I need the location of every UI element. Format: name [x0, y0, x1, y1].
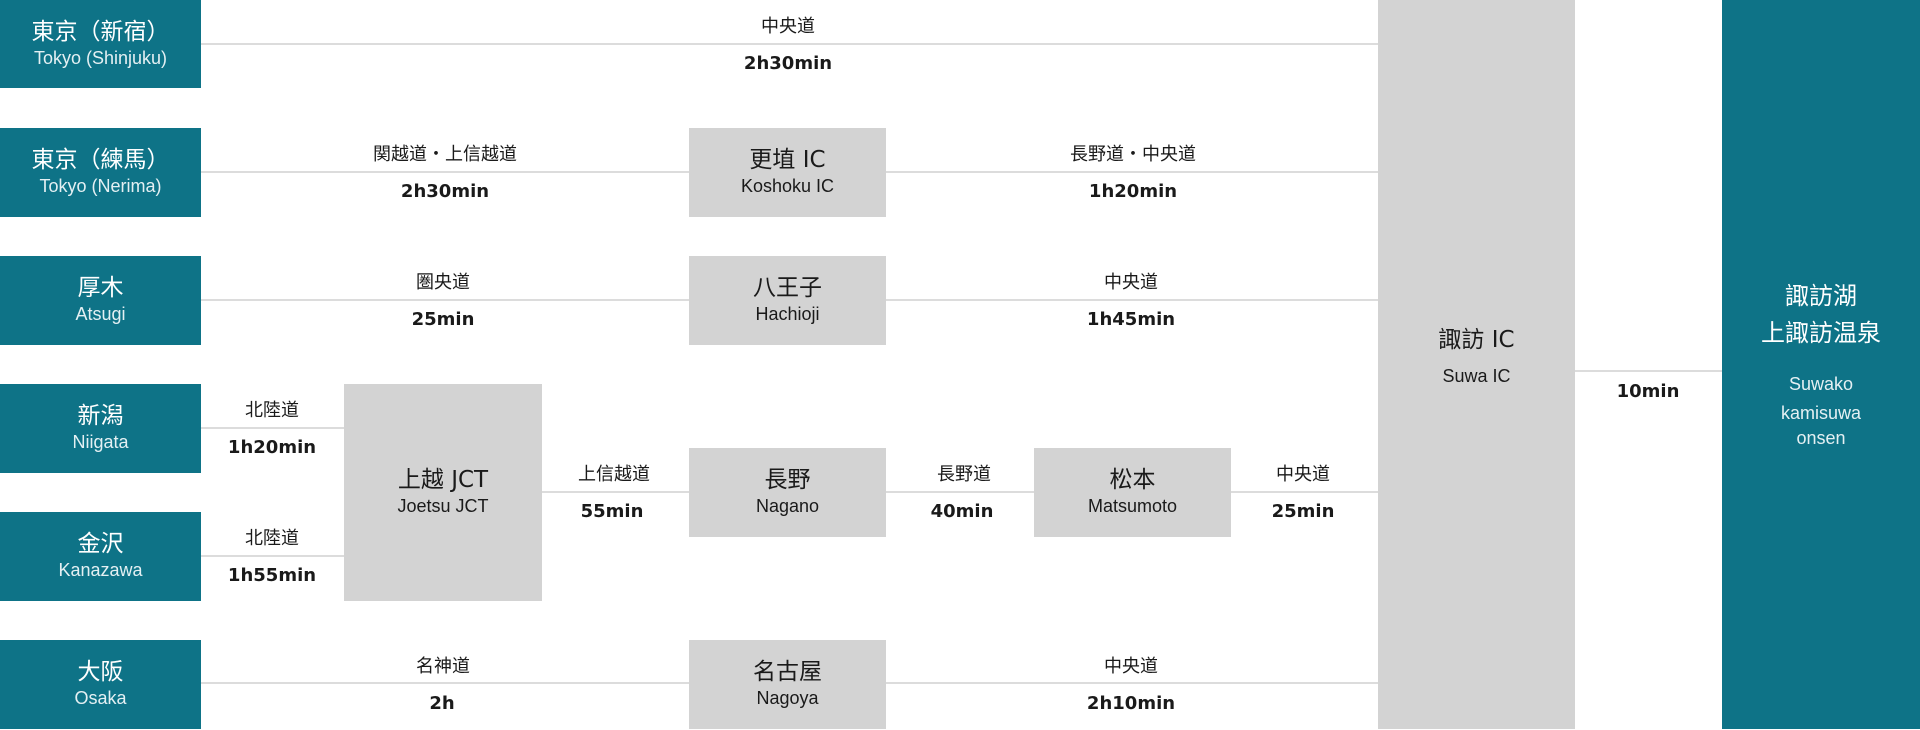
hub-jp-label: 松本 [1109, 467, 1156, 494]
travel-time-label: 2h30min [400, 181, 490, 202]
destination-en-line2: kamisuwa [1780, 403, 1862, 424]
destination-jp-line2: 上諏訪温泉 [1761, 318, 1881, 347]
hub-en-label: Nagano [755, 496, 820, 517]
hub-joetsu-jct: 上越 JCT Joetsu JCT [344, 384, 542, 601]
road-label: 中央道 [761, 16, 815, 37]
travel-time-label: 1h20min [1088, 181, 1178, 202]
route-line-niigata-joetsu [201, 427, 344, 429]
hub-en-label: Joetsu JCT [397, 496, 489, 517]
travel-time-label: 1h20min [227, 437, 317, 458]
route-line-kanazawa-joetsu [201, 555, 344, 557]
travel-time-label: 2h [429, 693, 455, 714]
hub-nagano: 長野 Nagano [689, 448, 886, 537]
route-line-osaka-nagoya [201, 682, 689, 684]
route-line-koshoku-suwa [886, 171, 1378, 173]
hub-jp-label: 長野 [764, 467, 811, 494]
origin-tokyo-nerima: 東京（練馬） Tokyo (Nerima) [0, 128, 201, 217]
hub-en-label: Suwa IC [1442, 366, 1511, 387]
route-line-nagoya-suwa [886, 682, 1378, 684]
route-line-matsumoto-suwa [1231, 491, 1378, 493]
origin-osaka: 大阪 Osaka [0, 640, 201, 729]
road-label: 中央道 [1104, 272, 1158, 293]
hub-suwa-ic: 諏訪 IC Suwa IC [1378, 0, 1575, 729]
hub-en-label: Koshoku IC [740, 176, 835, 197]
road-label: 名神道 [416, 656, 470, 677]
road-label: 長野道 [937, 464, 991, 485]
road-label: 上信越道 [578, 464, 650, 485]
hub-jp-label: 諏訪 IC [1438, 327, 1515, 354]
route-line-atsugi-hachioji [201, 299, 689, 301]
hub-en-label: Hachioji [755, 304, 820, 325]
travel-time-label: 25min [1271, 501, 1335, 522]
travel-time-label: 1h55min [227, 565, 317, 586]
destination-en-line3: onsen [1796, 428, 1846, 449]
road-label: 圏央道 [416, 272, 470, 293]
route-line-suwa-destination [1575, 370, 1722, 372]
road-label: 北陸道 [245, 528, 299, 549]
road-label: 関越道・上信越道 [373, 144, 517, 165]
origin-kanazawa: 金沢 Kanazawa [0, 512, 201, 601]
travel-time-label: 1h45min [1086, 309, 1176, 330]
travel-time-label: 2h30min [743, 53, 833, 74]
origin-en-label: Osaka [74, 688, 127, 709]
origin-jp-label: 大阪 [77, 659, 124, 686]
destination-en-line1: Suwako [1788, 373, 1854, 394]
travel-time-label: 40min [930, 501, 994, 522]
road-label: 北陸道 [245, 400, 299, 421]
hub-jp-label: 名古屋 [753, 659, 822, 686]
origin-en-label: Atsugi [75, 304, 126, 325]
hub-hachioji: 八王子 Hachioji [689, 256, 886, 345]
destination-suwako-onsen: 諏訪湖 上諏訪温泉 Suwako kamisuwa onsen [1722, 0, 1920, 729]
travel-time-label: 55min [580, 501, 644, 522]
travel-time-label: 25min [411, 309, 475, 330]
travel-time-label: 2h10min [1086, 693, 1176, 714]
road-label: 中央道 [1104, 656, 1158, 677]
route-line-shinjuku-suwa [201, 43, 1378, 45]
destination-jp-line1: 諏訪湖 [1785, 281, 1857, 310]
route-line-hachioji-suwa [886, 299, 1378, 301]
origin-en-label: Niigata [72, 432, 129, 453]
hub-nagoya: 名古屋 Nagoya [689, 640, 886, 729]
hub-koshoku-ic: 更埴 IC Koshoku IC [689, 128, 886, 217]
origin-atsugi: 厚木 Atsugi [0, 256, 201, 345]
hub-jp-label: 更埴 IC [749, 147, 826, 174]
travel-time-label: 10min [1616, 381, 1680, 402]
origin-en-label: Tokyo (Shinjuku) [33, 47, 168, 68]
origin-en-label: Tokyo (Nerima) [39, 176, 162, 197]
origin-jp-label: 新潟 [77, 403, 124, 430]
origin-jp-label: 金沢 [77, 531, 124, 558]
origin-jp-label: 東京（練馬） [31, 147, 170, 174]
route-line-nagano-matsumoto [886, 491, 1034, 493]
hub-en-label: Matsumoto [1087, 496, 1178, 517]
origin-tokyo-shinjuku: 東京（新宿） Tokyo (Shinjuku) [0, 0, 201, 88]
route-line-joetsu-nagano [542, 491, 689, 493]
origin-jp-label: 東京（新宿） [31, 18, 170, 45]
road-label: 中央道 [1276, 464, 1330, 485]
hub-jp-label: 八王子 [753, 275, 822, 302]
hub-en-label: Nagoya [756, 688, 819, 709]
hub-jp-label: 上越 JCT [397, 467, 489, 494]
route-line-nerima-koshoku [201, 171, 689, 173]
road-label: 長野道・中央道 [1070, 144, 1196, 165]
origin-jp-label: 厚木 [77, 275, 124, 302]
hub-matsumoto: 松本 Matsumoto [1034, 448, 1231, 537]
origin-en-label: Kanazawa [58, 560, 143, 581]
origin-niigata: 新潟 Niigata [0, 384, 201, 473]
